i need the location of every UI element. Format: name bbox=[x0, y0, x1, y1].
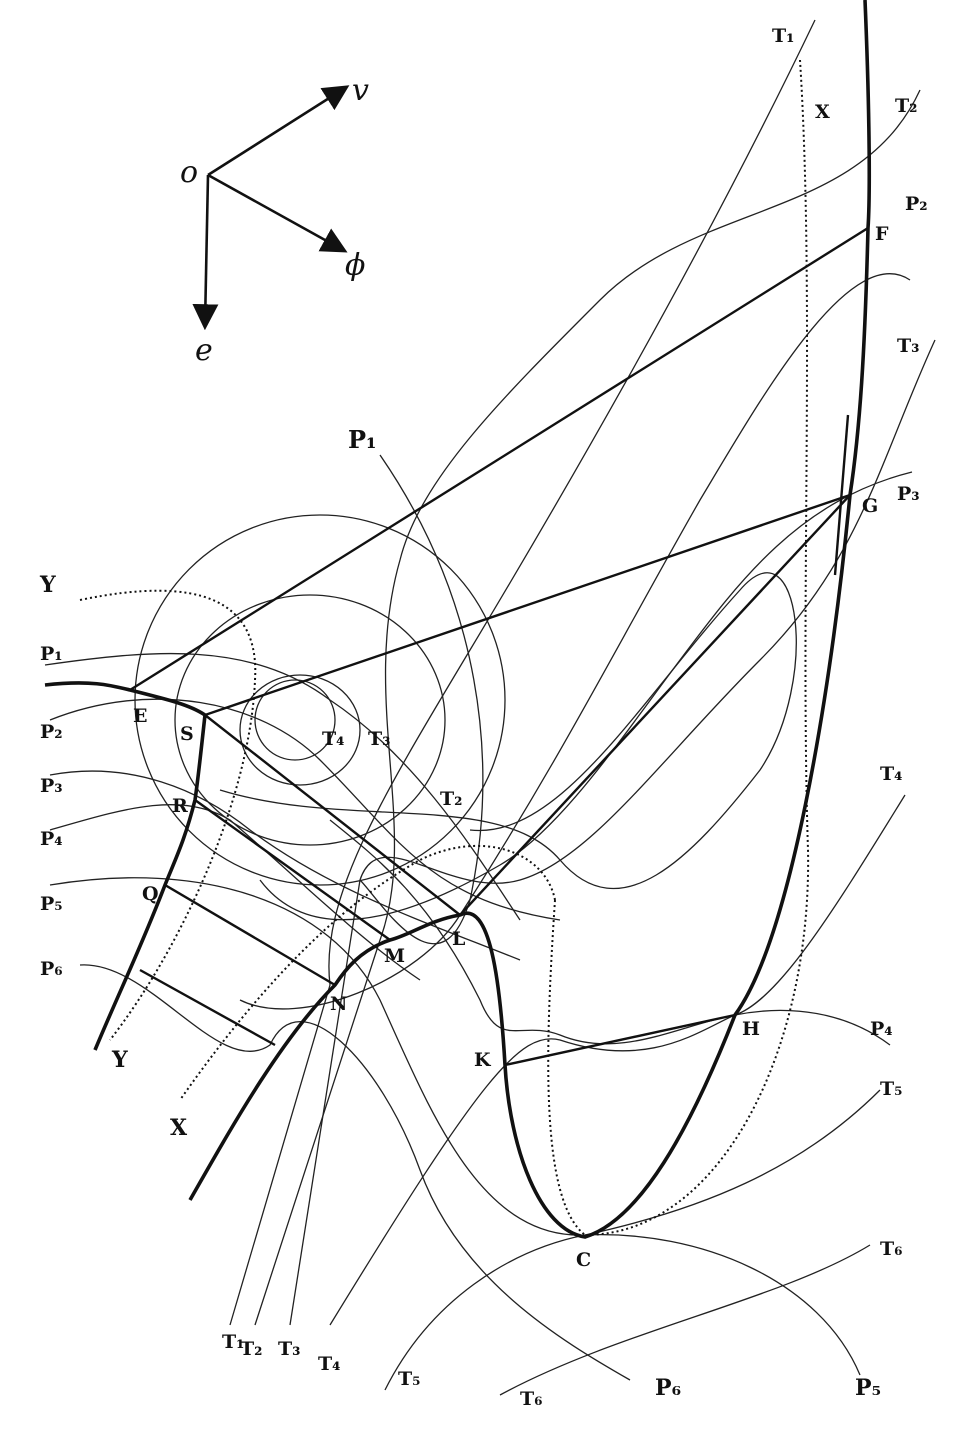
point-h: H bbox=[742, 1018, 760, 1040]
label-t1-bottom: T₁ bbox=[222, 1331, 244, 1353]
label-p1-left: P₁ bbox=[40, 643, 63, 665]
label-t4-center: T₄ bbox=[322, 728, 344, 750]
e-axis-arrow bbox=[192, 174, 219, 331]
point-l: L bbox=[452, 928, 465, 950]
isotherm-t4-inner bbox=[239, 674, 361, 786]
isopiestic-p1-mid bbox=[359, 454, 484, 945]
point-f: F bbox=[875, 223, 889, 245]
label-t6-bottom: T₆ bbox=[520, 1388, 542, 1410]
curve-labels: T₁ X T₂ P₂ T₃ P₁ P₃ Y P₁ P₂ P₃ P₄ P₅ P₆ … bbox=[39, 25, 928, 1410]
label-t5-bottom: T₅ bbox=[398, 1368, 420, 1390]
isopiestic-p2-left bbox=[49, 698, 561, 921]
isotherm-t6 bbox=[499, 1244, 871, 1396]
label-p6-bottom: P₆ bbox=[655, 1375, 681, 1401]
tie-line-rm bbox=[194, 799, 391, 941]
dotted-curve-y bbox=[79, 589, 257, 1041]
tie-line-ef bbox=[129, 226, 869, 692]
isotherm-t4 bbox=[329, 794, 906, 1326]
isopiestic-p3 bbox=[259, 471, 913, 921]
label-p2-right: P₂ bbox=[905, 193, 928, 215]
axis-phi-label: ϕ bbox=[345, 248, 365, 283]
label-t3-right: T₃ bbox=[897, 335, 919, 357]
label-t3-bottom: T₃ bbox=[278, 1338, 300, 1360]
tie-line-sg bbox=[204, 493, 851, 717]
isopiestic-p6 bbox=[79, 964, 631, 1381]
isotherm-t4-core bbox=[254, 679, 336, 761]
label-p3-right: P₃ bbox=[897, 483, 920, 505]
isotherm-t2-loop bbox=[134, 514, 506, 886]
label-x-bottom: X bbox=[170, 1115, 188, 1141]
label-p4-right: P₄ bbox=[870, 1018, 893, 1040]
label-p6-left: P₆ bbox=[40, 958, 63, 980]
isotherm-t3-loop bbox=[174, 594, 446, 846]
label-y-top: Y bbox=[39, 572, 56, 598]
isotherm-loop-outer bbox=[219, 572, 797, 890]
label-x-top: X bbox=[815, 101, 830, 123]
bold-curves bbox=[44, 0, 872, 1239]
point-q: Q bbox=[142, 883, 159, 905]
label-t1-top: T₁ bbox=[772, 25, 794, 47]
axis-origin-label: o bbox=[180, 155, 198, 190]
label-t2-bottom: T₂ bbox=[240, 1338, 262, 1360]
dotted-curve-x-right bbox=[547, 59, 810, 1237]
tie-line-lg bbox=[459, 494, 851, 916]
label-t4-right: T₄ bbox=[880, 763, 902, 785]
point-k: K bbox=[474, 1049, 492, 1071]
point-m: M bbox=[384, 945, 405, 967]
label-t5-right: T₅ bbox=[880, 1078, 902, 1100]
label-t4-bottom: T₄ bbox=[318, 1353, 340, 1375]
isopiestic-p5 bbox=[49, 877, 861, 1376]
label-y-bottom: Y bbox=[111, 1047, 128, 1073]
tie-line-lower bbox=[139, 968, 276, 1047]
axes-indicator: o v ϕ e bbox=[180, 73, 369, 368]
phi-axis-arrow bbox=[207, 173, 348, 253]
label-t2-right: T₂ bbox=[895, 95, 917, 117]
axis-v-label: v bbox=[352, 73, 369, 108]
label-p5-left: P₅ bbox=[40, 893, 63, 915]
isotherm-t3 bbox=[289, 339, 936, 1326]
point-n: N bbox=[330, 993, 347, 1015]
tangent-at-g bbox=[833, 414, 850, 576]
axis-e-label: e bbox=[195, 333, 213, 368]
tie-line-kh bbox=[504, 1013, 736, 1067]
label-p4-left: P₄ bbox=[40, 828, 63, 850]
v-axis-arrow bbox=[207, 85, 350, 177]
isopiestic-p1-left bbox=[44, 652, 521, 921]
label-p2-left: P₂ bbox=[40, 721, 63, 743]
point-c: C bbox=[576, 1249, 591, 1271]
point-g: G bbox=[862, 495, 878, 517]
isotherm-t5 bbox=[384, 1089, 881, 1391]
label-t6-right: T₆ bbox=[880, 1238, 902, 1260]
label-t3-center: T₃ bbox=[368, 728, 390, 750]
tie-line-sl bbox=[204, 714, 461, 916]
tie-line-qn bbox=[164, 883, 336, 987]
primitive-surface-curve-left bbox=[44, 681, 207, 1051]
primitive-surface-curve-right bbox=[188, 0, 872, 1239]
isotherm-t1 bbox=[229, 19, 816, 1326]
label-p1-mid: P₁ bbox=[348, 425, 377, 454]
thin-curves bbox=[44, 19, 936, 1396]
point-labels: F G E S R Q L M N K H C bbox=[133, 223, 889, 1271]
isopiestic-p4 bbox=[329, 819, 891, 1046]
point-r: R bbox=[172, 795, 188, 817]
label-p3-left: P₃ bbox=[40, 775, 63, 797]
label-t2-center: T₂ bbox=[440, 788, 462, 810]
label-p5-bottom: P₅ bbox=[855, 1375, 881, 1401]
point-s: S bbox=[180, 723, 194, 745]
dotted-curve-x-left bbox=[179, 845, 556, 1101]
point-e: E bbox=[133, 705, 147, 727]
isotherm-t2 bbox=[254, 89, 921, 1326]
dotted-curves bbox=[79, 59, 810, 1237]
